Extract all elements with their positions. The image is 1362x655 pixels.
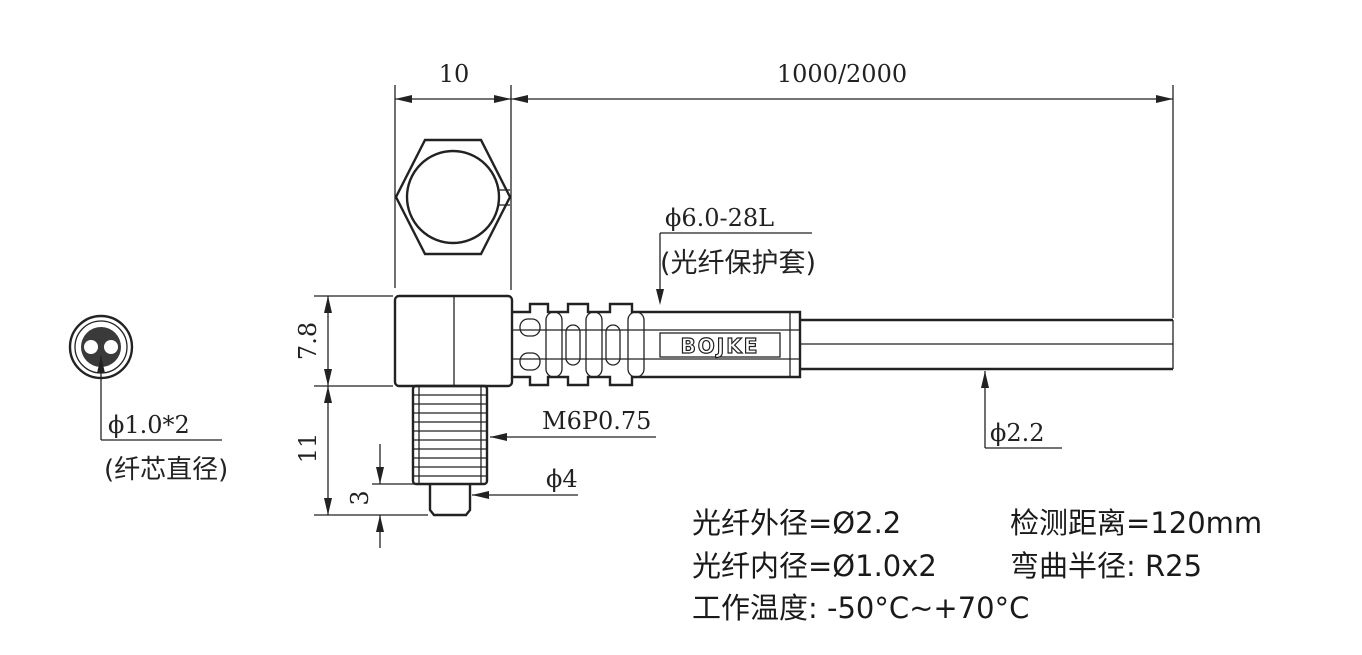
vertical-dimensions: 7.8 11 3 [294, 295, 428, 548]
tip-diameter-label: ϕ4 [546, 465, 578, 493]
core-cross-section: ϕ1.0*2 (纤芯直径) [68, 314, 228, 485]
brand-logo: BOJKE [681, 334, 760, 358]
top-dimensions: 10 1000/2000 [394, 60, 1174, 318]
thread-annotations: M6P0.75 ϕ4 [472, 407, 656, 499]
sleeve-name-label: (光纤保护套) [660, 248, 816, 279]
cable-diameter-label: ϕ2.2 [990, 419, 1045, 447]
spec-inner-diameter: 光纤内径=Ø1.0x2 [692, 549, 937, 583]
thread-spec-label: M6P0.75 [542, 407, 651, 435]
core-name-label: (纤芯直径) [104, 455, 228, 485]
thread-length-label: 11 [294, 433, 322, 464]
sensor-side-view: BOJKE [393, 294, 1174, 517]
core-spec-label: ϕ1.0*2 [108, 411, 190, 439]
specifications: 光纤外径=Ø2.2 光纤内径=Ø1.0x2 工作温度: -50°C~+70°C … [692, 506, 1262, 625]
spec-temperature: 工作温度: -50°C~+70°C [692, 591, 1029, 625]
body-height-label: 7.8 [294, 322, 322, 360]
sleeve-spec-label: ϕ6.0-28L [665, 204, 774, 232]
spec-outer-diameter: 光纤外径=Ø2.2 [692, 506, 901, 540]
hex-nut-end-view [394, 138, 512, 256]
spec-detection-distance: 检测距离=120mm [1010, 506, 1262, 540]
hex-width-label: 10 [439, 60, 470, 88]
cable-length-label: 1000/2000 [777, 60, 907, 88]
spec-bend-radius: 弯曲半径: R25 [1010, 549, 1202, 583]
sleeve-annotation: ϕ6.0-28L (光纤保护套) [656, 204, 816, 305]
cable-annotation: ϕ2.2 [981, 371, 1062, 449]
tip-length-label: 3 [346, 490, 374, 505]
